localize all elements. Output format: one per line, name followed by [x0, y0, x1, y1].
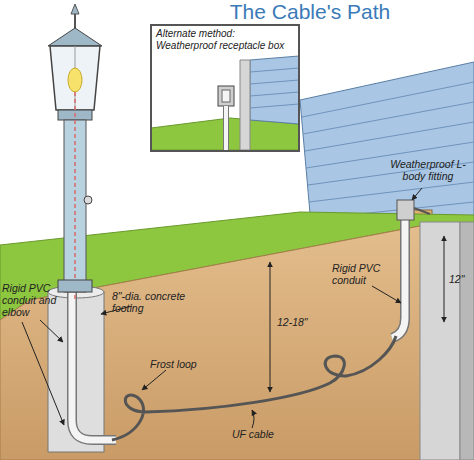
siding-line [303, 102, 474, 134]
leader-line [142, 370, 166, 390]
inset-siding [250, 56, 299, 124]
part-label: 8"-dia. concrete footing [112, 290, 186, 314]
uf-cable [112, 336, 396, 440]
pvc-conduit [72, 288, 116, 440]
part-label: UF cable [232, 428, 292, 440]
house-siding [300, 62, 474, 236]
inset-caption: Alternate method: Weatherproof receptacl… [152, 26, 298, 53]
foundation-side [460, 222, 474, 460]
inset-siding-lines [250, 68, 299, 108]
dimension-arrow [444, 236, 445, 322]
leader-line [412, 188, 422, 200]
siding-line [250, 92, 299, 96]
leader-line [252, 410, 254, 428]
part-label: Weatherproof L-body fitting [386, 158, 470, 182]
leader-line [40, 320, 63, 342]
finial-tip [71, 4, 79, 14]
lantern-cap [48, 28, 102, 46]
part-label: Rigid PVC conduit [332, 262, 398, 286]
diagram-title: The Cable's Path [190, 0, 430, 24]
house-wire [414, 208, 430, 214]
part-label: Rigid PVC conduit and elbow [2, 282, 64, 318]
leader-line [372, 286, 401, 303]
pvc-conduit-outline [72, 288, 116, 440]
siding-line [250, 104, 299, 108]
light-bulb [68, 68, 82, 92]
siding-line [305, 122, 474, 151]
siding-line [309, 182, 474, 202]
photocell [84, 196, 92, 204]
part-label: Frost loop [150, 358, 210, 370]
pvc-conduit-outline [392, 214, 405, 338]
dimension-arrow [270, 262, 271, 392]
siding-line [250, 68, 299, 72]
post-wire [74, 92, 76, 300]
post-flange [58, 280, 92, 292]
inset-background [151, 25, 299, 151]
part-label: 12" [449, 273, 474, 285]
siding-lines [302, 82, 474, 219]
foundation-wall [420, 222, 460, 460]
receptacle-box [218, 86, 234, 106]
inset-conduit [223, 106, 229, 150]
l-body-fitting [397, 200, 414, 220]
leader-lines [22, 188, 422, 428]
inset-box: Alternate method: Weatherproof receptacl… [150, 24, 300, 152]
receptacle-cover [222, 90, 230, 102]
part-label: 12-18" [277, 316, 321, 328]
siding-line [250, 80, 299, 84]
pvc-conduit [392, 214, 405, 338]
leader-line [22, 322, 64, 425]
siding-line [302, 82, 474, 117]
inset-conduit-core [224, 106, 228, 150]
inset-foundation [240, 60, 250, 150]
